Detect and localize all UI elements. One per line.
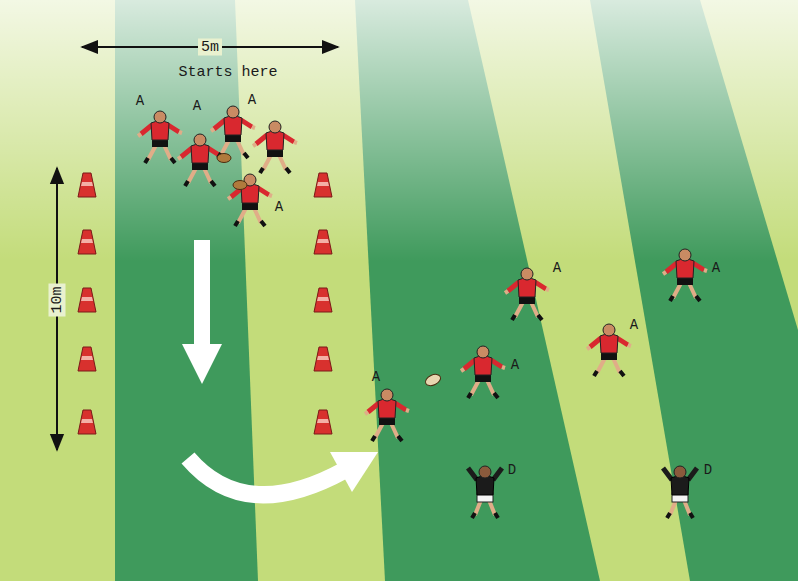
start-note: Starts here	[178, 65, 277, 80]
cone	[314, 410, 332, 434]
dimension-label: 10m	[49, 283, 66, 316]
ball	[217, 154, 231, 163]
cone	[78, 347, 96, 371]
player-tag: D	[508, 463, 516, 477]
curved-arrow	[188, 458, 345, 495]
attacker	[253, 121, 297, 173]
cone	[314, 288, 332, 312]
attacker	[461, 346, 505, 398]
down-arrow	[194, 240, 210, 348]
cone	[78, 173, 96, 197]
movement-arrows	[182, 240, 378, 495]
attacker	[178, 134, 222, 186]
attacker	[663, 249, 707, 301]
cone-row	[78, 173, 332, 434]
down-arrow-head	[182, 344, 222, 384]
player-tag: A	[712, 261, 720, 275]
cone	[314, 347, 332, 371]
players	[138, 106, 707, 518]
attacker	[211, 106, 255, 158]
player-tag: A	[248, 93, 256, 107]
cone	[314, 230, 332, 254]
defender	[468, 466, 502, 518]
player-tag: A	[553, 261, 561, 275]
ball	[424, 372, 443, 388]
cone	[78, 410, 96, 434]
player-tag: A	[511, 358, 519, 372]
ball	[233, 181, 247, 190]
player-tag: A	[275, 200, 283, 214]
player-tag: A	[372, 370, 380, 384]
player-tag: A	[630, 318, 638, 332]
defender	[663, 466, 697, 518]
attacker	[587, 324, 631, 376]
cone	[78, 230, 96, 254]
attacker	[138, 111, 182, 163]
player-tag: A	[193, 99, 201, 113]
cone	[314, 173, 332, 197]
player-tag: D	[704, 463, 712, 477]
attacker	[505, 268, 549, 320]
attacker	[365, 389, 409, 441]
dimension-label: 5m	[198, 39, 222, 56]
attacker	[228, 174, 272, 226]
curved-arrow-head	[330, 452, 378, 492]
player-tag: A	[136, 94, 144, 108]
cone	[78, 288, 96, 312]
